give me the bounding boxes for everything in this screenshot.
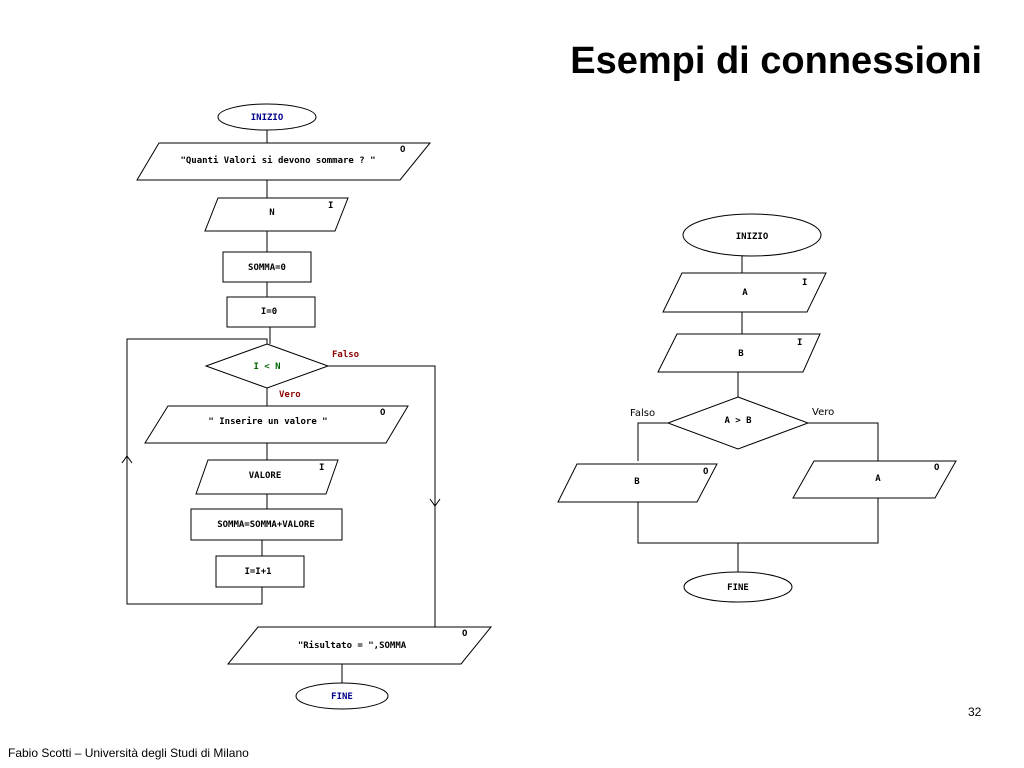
output-a-text: A	[875, 474, 881, 484]
true-label: Vero	[812, 407, 834, 418]
compare-diamond	[666, 396, 810, 450]
increment-text: I=I+1	[244, 567, 271, 577]
start-label: INIZIO	[736, 232, 769, 242]
footer: Fabio Scotti – Università degli Studi di…	[8, 746, 249, 760]
prompt2-output-shape	[144, 405, 409, 444]
loop-arrow	[121, 455, 133, 464]
false-branch-line	[637, 422, 668, 461]
input-valore-tag: I	[319, 463, 324, 473]
accumulate-box	[190, 508, 343, 541]
input-n-shape	[204, 197, 349, 232]
init-somma-box	[222, 251, 312, 283]
right-flowchart: INIZIO A I B I A > B Falso Vero B O A O …	[557, 213, 957, 603]
init-somma-text: SOMMA=0	[248, 263, 286, 273]
output-b-text: B	[634, 477, 640, 487]
true-branch-line	[808, 422, 879, 461]
prompt2-output-tag: O	[380, 408, 386, 418]
init-i-box	[226, 296, 316, 328]
init-i-text: I=0	[261, 307, 277, 317]
prompt-output-tag: O	[400, 145, 406, 155]
input-n-text: N	[269, 208, 274, 218]
slide-number: 32	[968, 705, 982, 719]
start-terminal	[217, 103, 317, 131]
true-label: Vero	[279, 390, 301, 400]
output-a-shape	[792, 460, 957, 499]
result-output-text: "Risultato = ",SOMMA	[298, 640, 407, 651]
loop-condition-text: I < N	[253, 362, 280, 372]
output-a-tag: O	[934, 463, 940, 473]
false-label: Falso	[332, 350, 359, 360]
end-label: FINE	[727, 583, 749, 593]
accumulate-text: SOMMA=SOMMA+VALORE	[217, 520, 315, 530]
input-b-tag: I	[797, 338, 802, 348]
output-b-shape	[557, 463, 718, 503]
input-a-tag: I	[802, 278, 807, 288]
input-a-text: A	[742, 288, 748, 298]
output-b-tag: O	[703, 467, 709, 477]
input-n-tag: I	[328, 201, 333, 211]
input-valore-shape	[195, 459, 339, 495]
false-branch-line	[328, 365, 436, 627]
input-valore-text: VALORE	[249, 471, 282, 481]
input-b-shape	[657, 333, 821, 373]
left-flowchart: INIZIO "Quanti Valori si devono sommare …	[121, 103, 493, 710]
increment-box	[215, 555, 305, 588]
prompt-output-shape	[136, 142, 432, 181]
input-a-shape	[662, 272, 827, 313]
false-label: Falso	[630, 408, 655, 419]
loop-condition-diamond	[204, 343, 330, 389]
compare-text: A > B	[724, 416, 752, 426]
loop-back-line	[126, 338, 268, 605]
input-b-text: B	[738, 349, 744, 359]
false-branch-arrow	[429, 498, 441, 507]
end-label: FINE	[331, 692, 353, 702]
start-label: INIZIO	[251, 113, 284, 123]
prompt2-output-text: " Inserire un valore "	[208, 416, 327, 427]
merge-line	[637, 498, 879, 544]
result-output-shape	[226, 626, 493, 665]
start-terminal	[682, 213, 822, 257]
slide-title: Esempi di connessioni	[570, 40, 982, 82]
prompt-output-text: "Quanti Valori si devono sommare ? "	[180, 155, 375, 166]
end-terminal	[683, 571, 793, 603]
end-terminal	[295, 682, 389, 710]
result-output-tag: O	[462, 629, 468, 639]
